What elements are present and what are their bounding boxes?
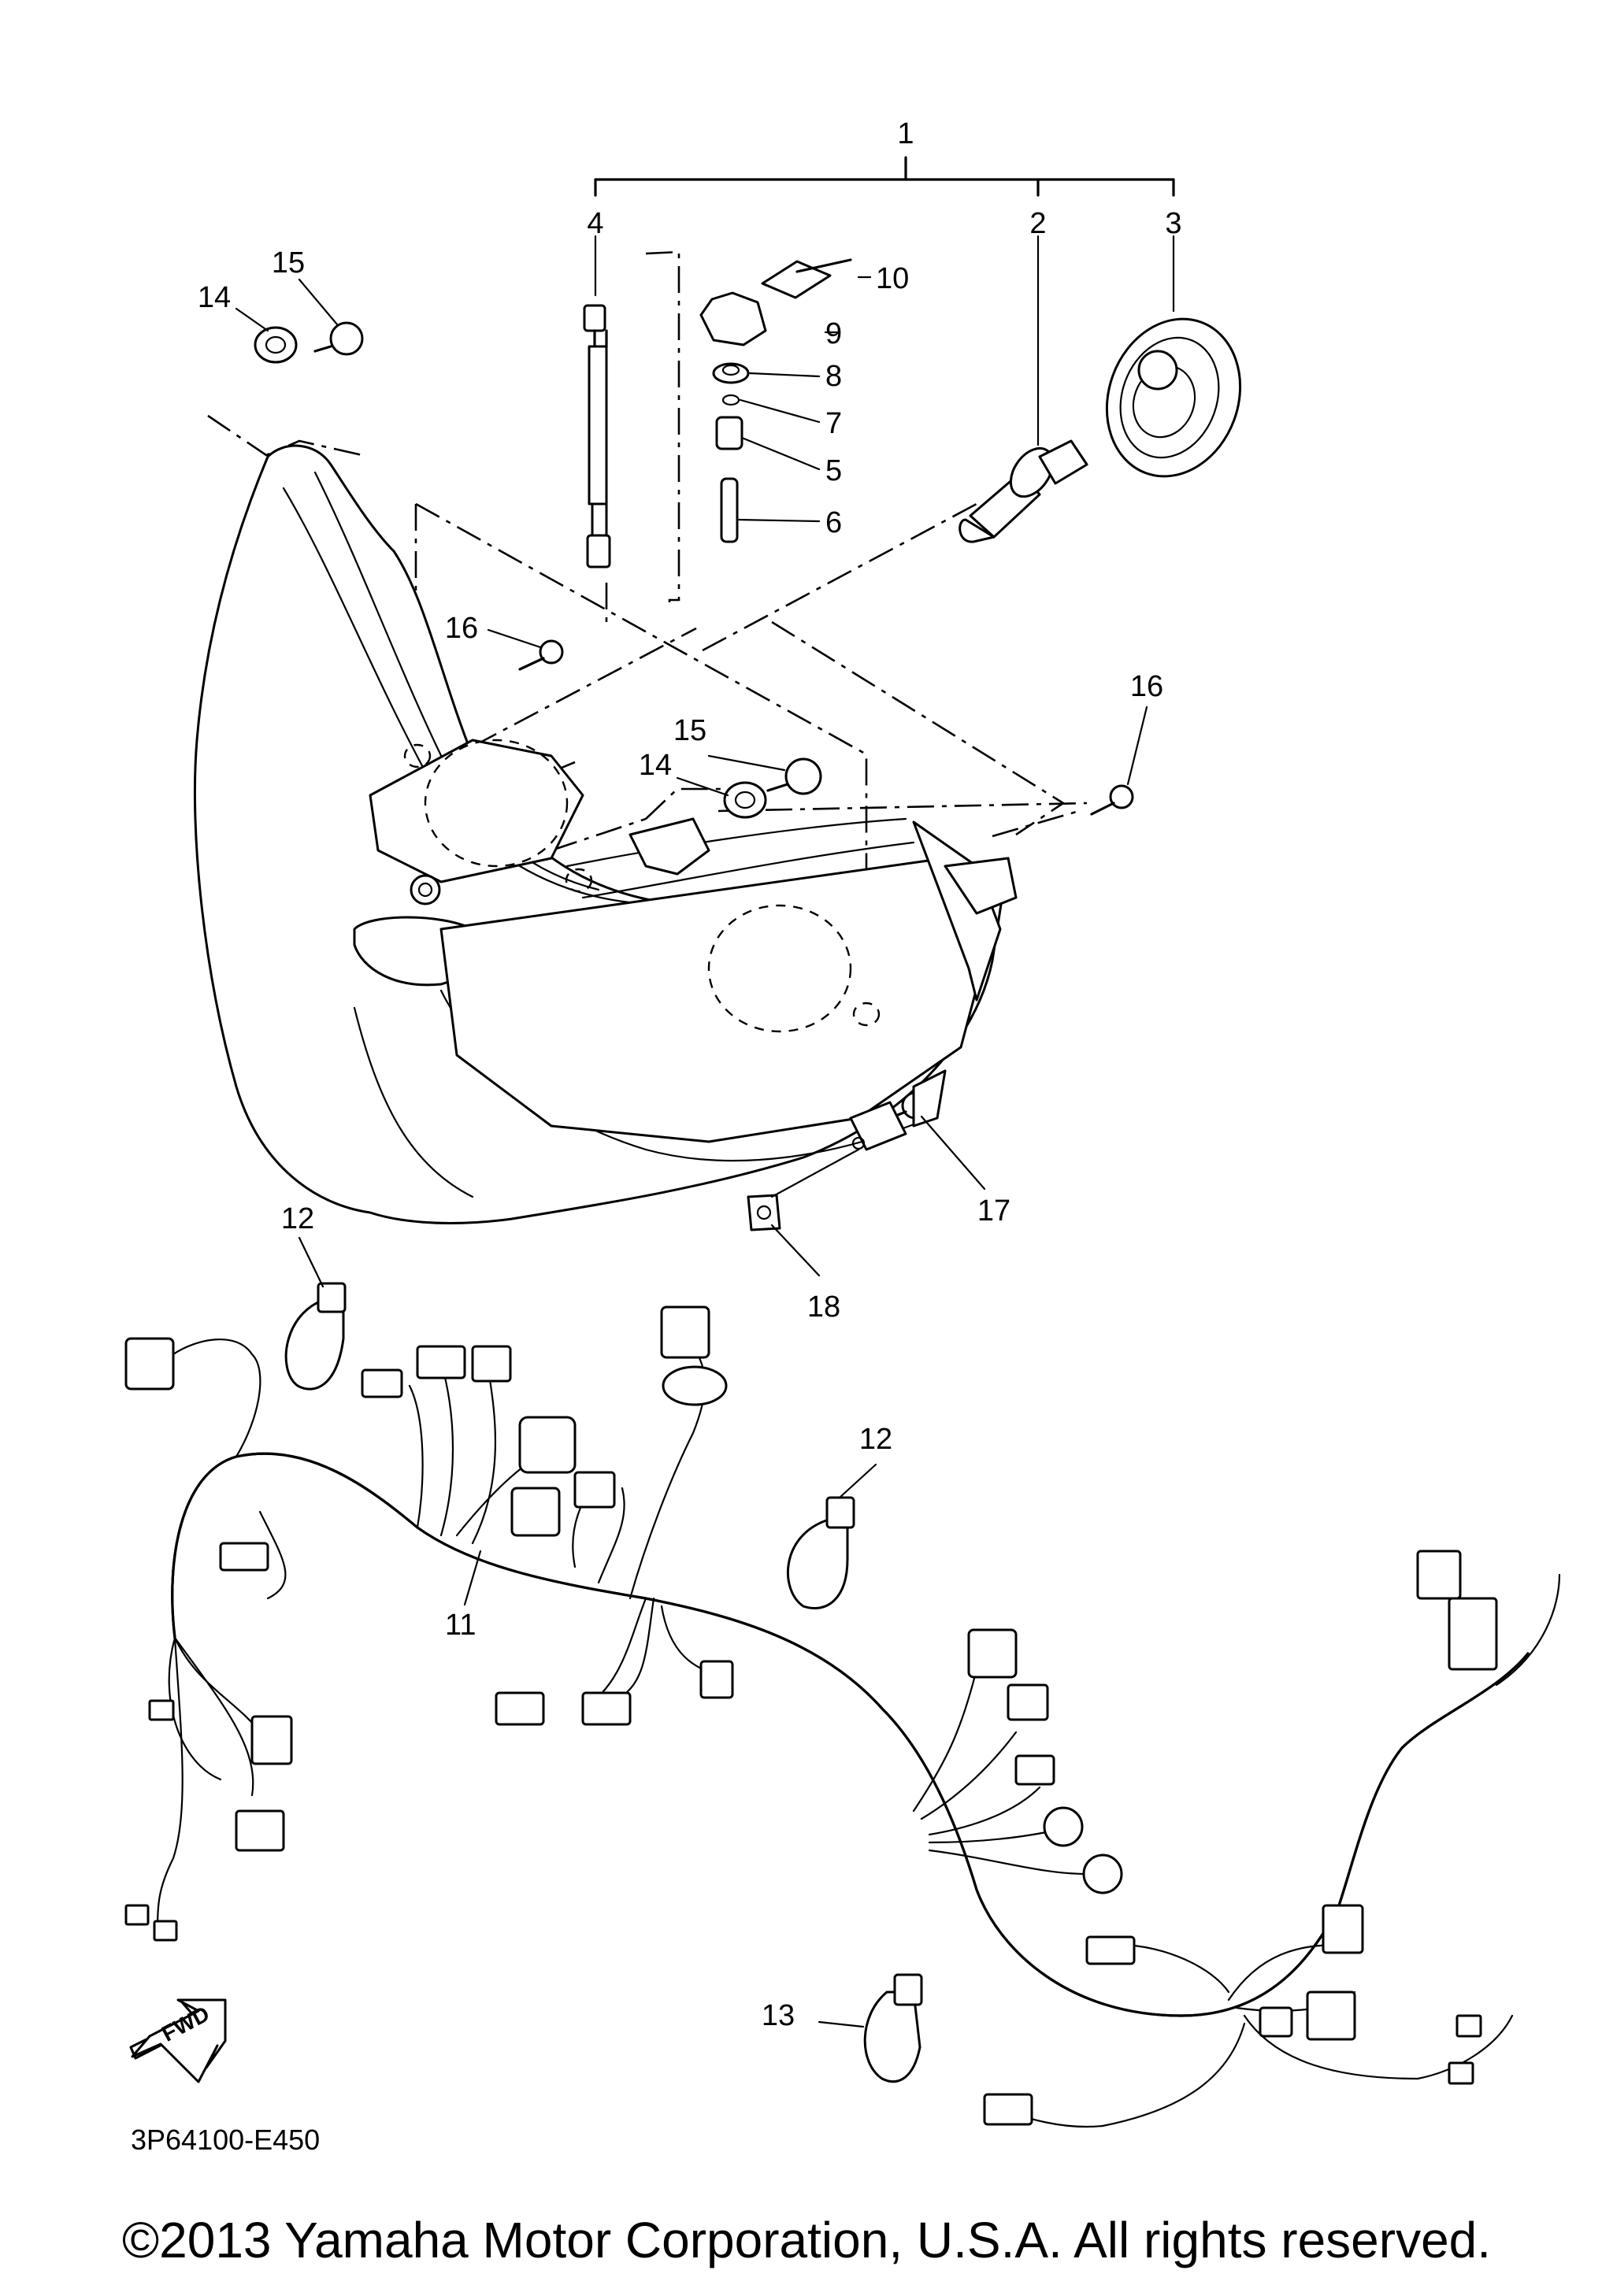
- callout-14-mid: 14: [639, 749, 672, 782]
- callout-3: 3: [1165, 207, 1181, 240]
- callout-14-upper: 14: [198, 281, 231, 314]
- callout-16-right: 16: [1130, 670, 1163, 703]
- callout-10: 10: [876, 262, 909, 295]
- clamp-12-left: [284, 1282, 347, 1391]
- adjuster-stack-5-10: [699, 258, 852, 543]
- screw-16-left: [518, 639, 564, 671]
- diagram-code: 3P64100-E450: [131, 2124, 320, 2156]
- screw-15-mid: [766, 757, 822, 795]
- callout-12-right: 12: [859, 1423, 892, 1456]
- bulb-2: [959, 439, 1088, 543]
- hidden-outlines: [403, 739, 881, 1033]
- cap-9: [699, 291, 767, 346]
- headlight-housing: [193, 444, 1018, 1224]
- clamp-12-right: [786, 1496, 855, 1609]
- callout-16-left: 16: [445, 612, 478, 645]
- callout-15-upper: 15: [272, 246, 305, 280]
- callout-11: 11: [445, 1609, 476, 1642]
- grommet-14-mid: [723, 781, 767, 819]
- callout-9: 9: [825, 317, 842, 350]
- callout-18: 18: [807, 1291, 840, 1324]
- reflector-3: [1105, 317, 1242, 478]
- socket-wire-4: [583, 304, 611, 568]
- leader-lines: [235, 276, 1148, 2028]
- callout-6: 6: [825, 506, 842, 539]
- clamp-13: [863, 1973, 923, 2083]
- callout-labels: 1 2 3 4 5 6 7 8 9 10 11 12 12 13 14 14 1…: [198, 117, 1182, 2032]
- callout-7: 7: [825, 407, 842, 440]
- callout-13: 13: [762, 1999, 795, 2032]
- callout-2: 2: [1029, 207, 1046, 240]
- harness-connectors: [124, 1305, 1498, 2126]
- callout-1: 1: [897, 117, 914, 150]
- grommet-14-upper: [254, 326, 298, 364]
- nut-18: [747, 1194, 781, 1231]
- fwd-arrow: FWD: [129, 1998, 227, 2083]
- callout-12-left: 12: [281, 1202, 314, 1235]
- copyright-notice: ©2013 Yamaha Motor Corporation, U.S.A. A…: [121, 2212, 1492, 2268]
- callout-5: 5: [825, 454, 842, 487]
- screw-16-right: [1090, 784, 1134, 816]
- callout-4: 4: [587, 207, 603, 240]
- callout-15-mid: 15: [673, 714, 706, 747]
- callout-17: 17: [977, 1194, 1010, 1228]
- screw-15-upper: [313, 321, 364, 356]
- callout-8: 8: [825, 360, 842, 393]
- assembly-bracket: [594, 156, 1175, 446]
